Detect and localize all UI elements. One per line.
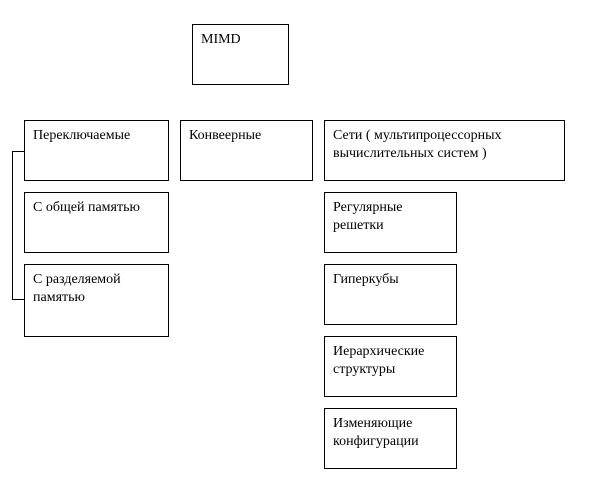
node-distributed-memory: С разделяемой памятью: [24, 264, 169, 337]
node-networks: Сети ( мультипроцессорных вычислительных…: [324, 120, 565, 181]
bracket-vertical-line: [12, 151, 13, 300]
node-pipeline: Конвеерные: [180, 120, 313, 181]
node-reconfigurable: Изменяющие конфигурации: [324, 408, 457, 469]
node-shared-memory: С общей памятью: [24, 192, 169, 253]
root-node-mimd: MIMD: [192, 24, 289, 85]
node-regular-grids: Регулярные решетки: [324, 192, 457, 253]
node-switched: Переключаемые: [24, 120, 169, 181]
bracket-bottom-tick: [12, 299, 25, 300]
node-hypercubes: Гиперкубы: [324, 264, 457, 325]
node-hierarchical: Иерархические структуры: [324, 336, 457, 397]
bracket-top-tick: [12, 151, 25, 152]
